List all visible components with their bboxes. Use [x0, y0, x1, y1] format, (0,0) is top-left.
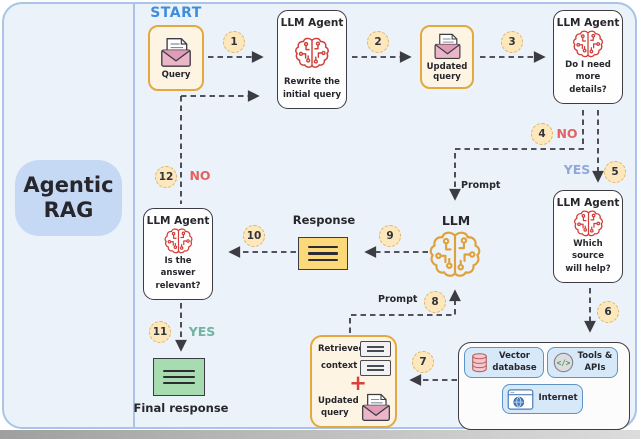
rewrite-agent-caption: Rewrite the initial query	[282, 77, 342, 100]
updated-query-node: Updated query	[420, 25, 474, 89]
response-document-icon	[298, 237, 348, 270]
brain-circuit-icon	[164, 228, 192, 254]
envelope-icon	[161, 37, 191, 67]
tools-apis-chip: </> Tools & APIs	[547, 347, 618, 378]
code-icon: </>	[553, 352, 573, 373]
document-lines-icon	[360, 341, 391, 357]
vector-database-chip: Vector database	[464, 347, 544, 378]
rewrite-agent-node: LLM Agent Rewrite the initial query	[277, 10, 347, 109]
query-label: Query	[161, 69, 191, 80]
vector-database-label: Vector database	[492, 351, 537, 373]
step-badge-9: 9	[379, 225, 401, 247]
step-badge-12: 12	[155, 166, 177, 188]
diagram-title-line1: Agentic	[23, 173, 114, 198]
start-label: START	[150, 5, 202, 21]
step-badge-6: 6	[597, 301, 619, 323]
diagram-title: Agentic RAG	[15, 160, 122, 236]
source-agent-node: LLM Agent Which source will help?	[553, 190, 623, 283]
relevant-agent-title: LLM Agent	[146, 215, 210, 227]
llm-brain-icon	[429, 231, 481, 277]
final-response-label: Final response	[133, 401, 229, 415]
prompt-label-top: Prompt	[461, 180, 501, 191]
retrieved-context-node: Retrieved context + Updated query	[310, 335, 397, 428]
internet-chip: Internet	[502, 384, 583, 414]
step-badge-5: 5	[604, 161, 626, 183]
brain-circuit-icon	[573, 30, 603, 58]
step-badge-11: 11	[149, 321, 171, 343]
globe-browser-icon	[508, 388, 534, 410]
sources-group: Vector database </> Tools & APIs Interne…	[458, 342, 630, 430]
query-node: Query	[148, 25, 204, 91]
tools-apis-label: Tools & APIs	[577, 351, 613, 373]
retrieved-updated-line1: Updated	[318, 396, 359, 406]
no-label-step12: NO	[189, 168, 211, 183]
details-agent-title: LLM Agent	[556, 17, 620, 29]
rewrite-agent-title: LLM Agent	[280, 17, 344, 29]
envelope-icon	[362, 393, 390, 421]
yes-label-step11: YES	[188, 324, 216, 339]
details-agent-caption: Do I need more details?	[565, 60, 611, 95]
step-badge-3: 3	[501, 31, 523, 53]
relevant-agent-node: LLM Agent Is the answer relevant?	[143, 208, 213, 300]
relevant-agent-caption: Is the answer relevant?	[155, 256, 201, 291]
step-badge-8: 8	[424, 291, 446, 313]
database-icon	[472, 352, 488, 372]
step-badge-2: 2	[367, 31, 389, 53]
internet-label: Internet	[538, 393, 578, 404]
yes-label-step5: YES	[563, 162, 591, 177]
step-badge-1: 1	[223, 31, 245, 53]
updated-query-label: Updated query	[426, 61, 468, 82]
retrieved-updated-line2: query	[321, 408, 349, 418]
brain-circuit-icon	[295, 37, 329, 68]
step-badge-4: 4	[531, 123, 553, 145]
plus-icon: +	[349, 371, 367, 395]
source-agent-title: LLM Agent	[556, 197, 620, 209]
diagram-title-line2: RAG	[43, 198, 94, 222]
step-badge-7: 7	[412, 351, 434, 373]
prompt-label-bottom: Prompt	[378, 294, 418, 305]
llm-label: LLM	[441, 213, 471, 228]
retrieved-label-line2: context	[321, 361, 358, 371]
svg-text:</>: </>	[556, 358, 570, 367]
envelope-icon	[434, 33, 460, 59]
retrieved-label-line1: Retrieved	[318, 344, 365, 354]
brain-circuit-icon	[573, 210, 603, 237]
details-agent-node: LLM Agent Do I need more details?	[553, 10, 623, 104]
section-divider	[133, 4, 135, 428]
step-badge-10: 10	[243, 225, 265, 247]
final-response-document-icon	[153, 358, 205, 396]
response-label: Response	[292, 213, 356, 227]
source-agent-caption: Which source will help?	[565, 239, 611, 274]
no-label-step4: NO	[556, 126, 578, 141]
document-lines-icon	[360, 360, 391, 376]
bottom-shadow-strip	[0, 430, 640, 439]
